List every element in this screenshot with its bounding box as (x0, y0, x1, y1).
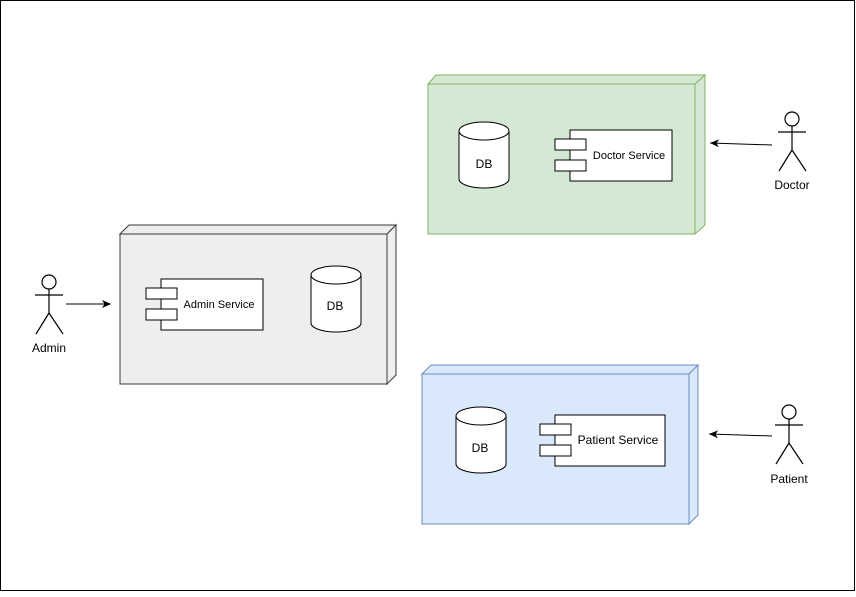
patient-node-side-face (688, 363, 699, 526)
patient-db-cylinder[interactable]: DB (455, 406, 507, 474)
patient-service-port-top (539, 423, 572, 436)
admin-service-label: Admin Service (184, 299, 255, 311)
doctor-actor[interactable]: Doctor (774, 111, 810, 192)
doctor-db-label: DB (476, 157, 493, 171)
patient-actor[interactable]: Patient (770, 404, 808, 486)
admin-actor-label: Admin (32, 341, 66, 355)
doctor-service-label: Doctor Service (593, 150, 665, 162)
doctor-node[interactable]: DB Doctor Service (426, 73, 707, 236)
doctor-node-side-face (694, 73, 706, 236)
patient-service-label: Patient Service (578, 433, 659, 447)
patient-node[interactable]: DB Patient Service (420, 363, 700, 526)
patient-stick-figure-icon (775, 404, 804, 465)
admin-node-top-face (118, 224, 398, 235)
doctor-db-cylinder[interactable]: DB (458, 121, 510, 189)
patient-node-top-face (420, 364, 700, 375)
admin-stick-figure-icon (35, 274, 64, 335)
doctor-node-top-face (426, 74, 707, 85)
doctor-stick-figure-icon (778, 111, 807, 172)
admin-db-cylinder[interactable]: DB (310, 265, 362, 333)
admin-service-component[interactable]: Admin Service (145, 278, 264, 331)
admin-actor[interactable]: Admin (32, 274, 66, 355)
admin-node[interactable]: Admin Service DB (118, 223, 398, 386)
doctor-service-component[interactable]: Doctor Service (554, 129, 673, 182)
doctor-service-port-top (554, 138, 587, 151)
admin-db-label: DB (327, 299, 344, 313)
doctor-actor-label: Doctor (774, 178, 809, 192)
admin-service-port-bottom (145, 308, 178, 321)
patient-db-label: DB (472, 441, 489, 455)
patient-service-port-bottom (539, 444, 572, 457)
doctor-arrow[interactable] (709, 139, 773, 148)
admin-service-port-top (145, 287, 178, 300)
admin-node-side-face (386, 223, 397, 386)
patient-service-component[interactable]: Patient Service (539, 414, 666, 467)
patient-arrow[interactable] (708, 430, 773, 439)
doctor-service-port-bottom (554, 159, 587, 172)
patient-actor-label: Patient (770, 472, 808, 486)
